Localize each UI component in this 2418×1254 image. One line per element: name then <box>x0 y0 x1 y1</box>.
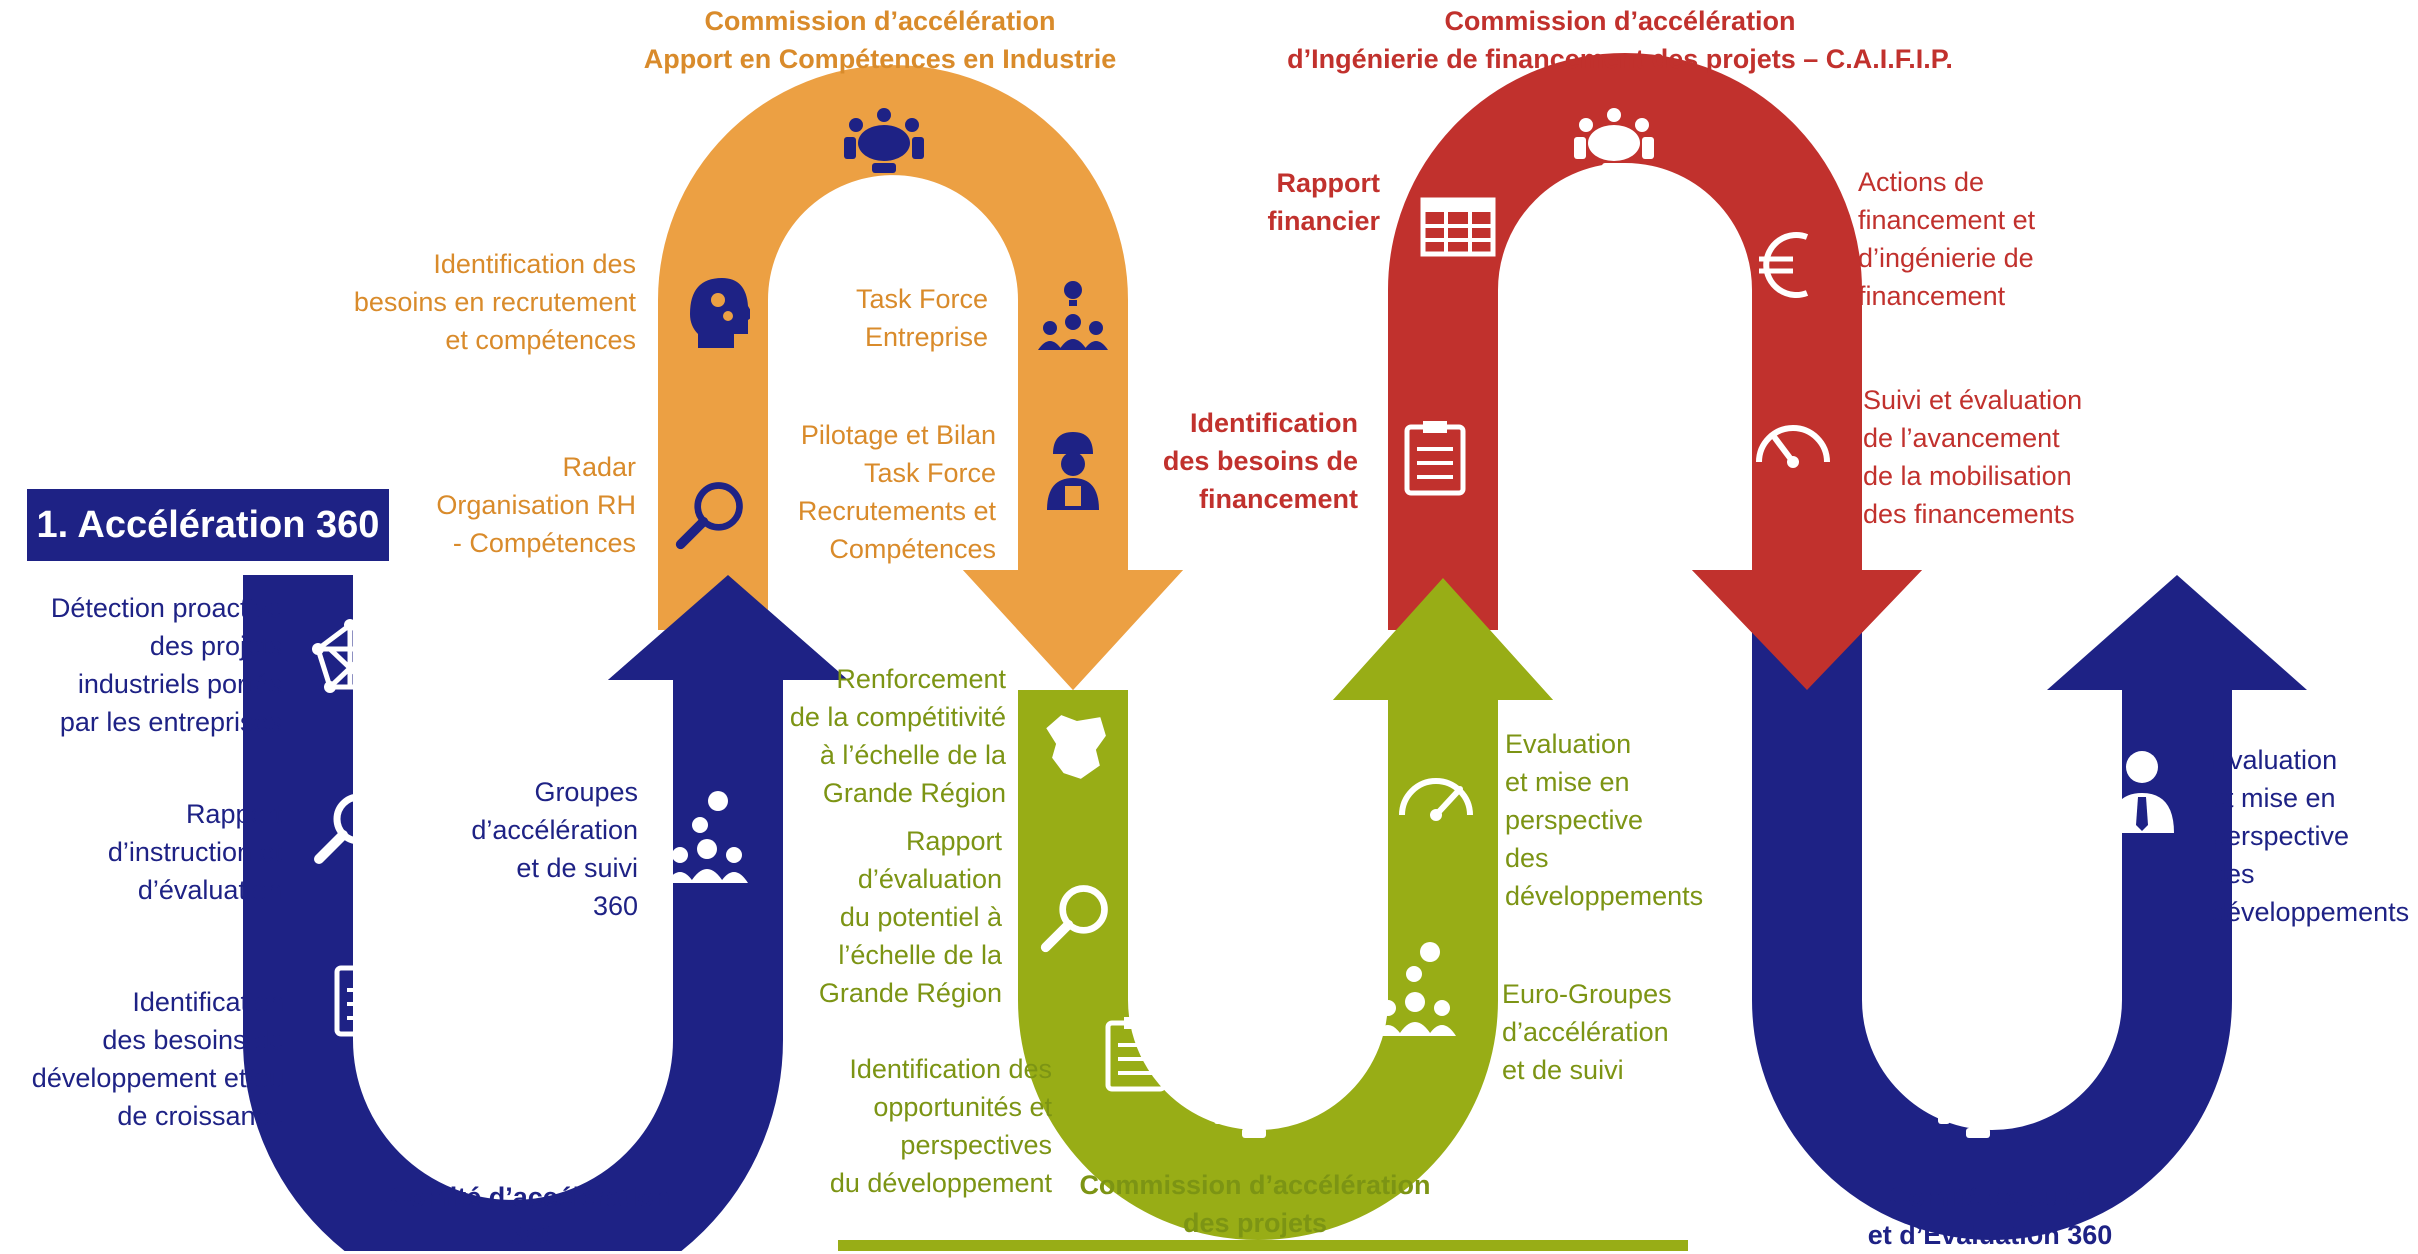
euro-icon <box>1755 227 1815 303</box>
blue-left-label-1: Détection proactive des projets industri… <box>50 593 282 737</box>
green-right-label-2: Euro-Groupes d’accélération et de suivi <box>1502 979 1672 1085</box>
green-commission-title: Commission d’accélération des projets <box>1079 1170 1431 1238</box>
search-icon <box>1038 879 1114 955</box>
search-icon <box>673 476 749 552</box>
green-u-band <box>1018 690 1498 1240</box>
meeting-table-icon <box>482 1069 566 1139</box>
comite-360-title: Comité d’accélération 360 <box>389 1182 671 1250</box>
worker-icon <box>1041 428 1105 512</box>
business-person-icon <box>2106 745 2178 835</box>
meeting-table-icon <box>1212 1072 1296 1142</box>
green-left-label-2: Rapport d’évaluation du potentiel à l’éc… <box>818 826 1002 1008</box>
green-right-label-1: Evaluation et mise en perspective des dé… <box>1505 729 1704 911</box>
orange-n-band <box>658 65 1128 630</box>
blue-right-label: Evaluation et mise en perspective des dé… <box>2211 745 2410 927</box>
orange-right-label-1: Task Force Entreprise <box>855 284 988 352</box>
map-icon <box>1039 708 1109 784</box>
orange-commission-title: Commission d’accélération Apport en Comp… <box>643 6 1117 74</box>
red-left-label-2: Identification des besoins de financemen… <box>1162 408 1358 514</box>
search-icon <box>311 787 391 867</box>
blue-mid-label: Groupes d’accélération et de suivi 360 <box>471 777 638 921</box>
red-left-label-1: Rapport financier <box>1267 168 1380 236</box>
gauge-icon <box>1394 763 1478 823</box>
blue-left-label-3: Identification des besoins de développem… <box>31 987 284 1131</box>
orange-left-label-1: Identification des besoins en recrutemen… <box>353 249 636 355</box>
blue-up-arrowhead-2 <box>2047 575 2307 690</box>
green-left-label-1: Renforcement de la compétitivité à l’éch… <box>789 664 1006 808</box>
blue-u-band-2 <box>1752 620 2232 1240</box>
clipboard-icon <box>1104 1015 1168 1093</box>
green-left-label-3: Identification des opportunités et persp… <box>829 1054 1052 1198</box>
blue-left-label-2: Rapport d’instruction et d’évaluation <box>107 799 282 905</box>
spreadsheet-icon <box>1420 197 1496 257</box>
clipboard-icon <box>333 960 397 1038</box>
meeting-table-icon <box>1572 107 1656 177</box>
meeting-table-icon <box>1936 1072 2020 1142</box>
clipboard-icon <box>1403 419 1467 497</box>
red-commission-title: Commission d’accélération d’Ingénierie d… <box>1287 6 1953 74</box>
idea-team-icon <box>1036 278 1110 354</box>
red-right-label-1: Actions de financement et d’ingénierie d… <box>1858 167 2036 311</box>
red-n-band <box>1388 53 1862 630</box>
team-gears-icon <box>1370 935 1460 1045</box>
blue-u-band <box>243 575 783 1251</box>
team-gears-icon <box>662 787 752 887</box>
gauge-icon <box>1750 410 1836 470</box>
orange-left-label-2: Radar Organisation RH - Compétences <box>436 452 636 558</box>
meeting-table-icon <box>842 107 926 177</box>
green-bottom-bar <box>838 1240 1688 1251</box>
orange-right-label-2: Pilotage et Bilan Task Force Recrutement… <box>797 420 996 564</box>
acceleration-360-badge: 1. Accélération 360 <box>27 489 389 561</box>
comite-suivi-title: Comité de Suivi et d’Evaluation 360 <box>1867 1182 2113 1250</box>
red-right-label-2: Suivi et évaluation de l’avancement de l… <box>1863 385 2083 529</box>
network-icon <box>310 617 390 697</box>
head-gears-icon <box>680 274 750 350</box>
